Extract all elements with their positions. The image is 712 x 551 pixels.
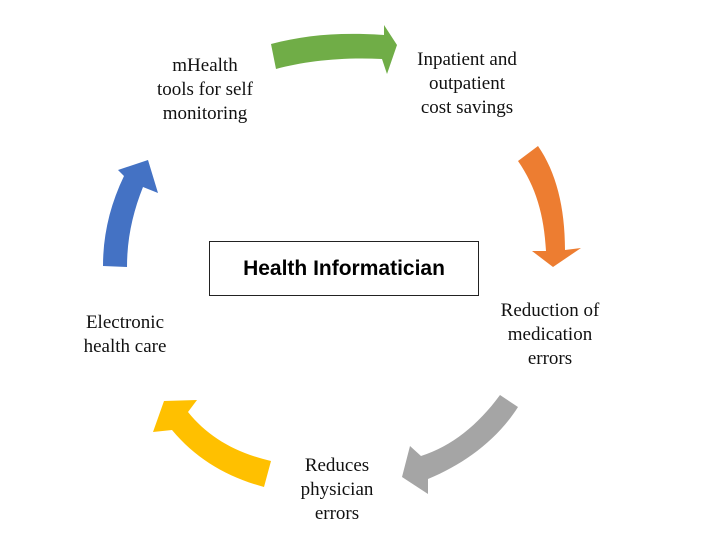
center-title: Health Informatician: [243, 256, 445, 280]
node-cost-savings: Inpatient and outpatient cost savings: [417, 49, 517, 118]
node-medication-errors: Reduction of medication errors: [500, 300, 600, 369]
node-physician-errors: Reduces physician errors: [300, 455, 374, 524]
arrow-orange: [518, 146, 581, 267]
node-mhealth: mHealth tools for self monitoring: [156, 55, 254, 124]
arrow-blue: [103, 160, 158, 267]
arrow-yellow: [153, 400, 271, 487]
center-box: Health Informatician: [209, 241, 479, 296]
arrow-green: [271, 25, 397, 74]
node-electronic-health-care: Electronic health care: [83, 312, 167, 357]
arrow-gray: [402, 395, 518, 494]
